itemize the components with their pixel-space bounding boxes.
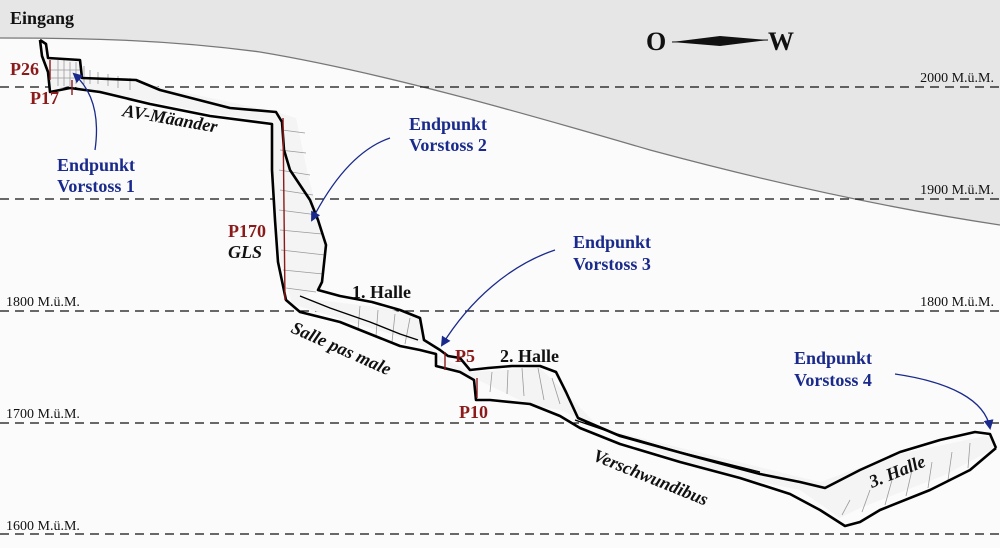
cave-inner-line: [299, 295, 761, 473]
arrow-v3: [440, 249, 556, 347]
shaft-label-p17: P17: [30, 88, 59, 108]
hall-label-1: 1. Halle: [352, 282, 411, 302]
endpoint-label-v3: Endpunkt Vorstoss 3: [573, 232, 651, 274]
shaft-label-p26: P26: [10, 59, 39, 79]
elevation-label-1700: 1700 M.ü.M.: [6, 407, 80, 422]
surface-line: [0, 37, 1000, 226]
shaft-marker-p170: [282, 117, 286, 301]
compass: O W: [646, 27, 794, 56]
passage-label-gls: GLS: [228, 242, 262, 262]
hall-label-2: 2. Halle: [500, 346, 559, 366]
endpoint-v4-line2: Vorstoss 4: [794, 370, 872, 390]
endpoint-label-v4: Endpunkt Vorstoss 4: [794, 348, 872, 390]
shaft-label-p10: P10: [459, 402, 488, 422]
endpoint-v1-line1: Endpunkt: [57, 155, 135, 175]
shaft-label-p5: P5: [455, 346, 475, 366]
shaft-markers: [49, 60, 478, 398]
elevation-label-1600: 1600 M.ü.M.: [6, 519, 80, 534]
elevation-lines: [0, 86, 1000, 535]
compass-east-label: O: [646, 27, 666, 56]
endpoint-label-v2: Endpunkt Vorstoss 2: [409, 114, 487, 155]
shaft-label-p170: P170: [228, 221, 266, 241]
elevation-label-2000: 2000 M.ü.M.: [920, 71, 994, 86]
compass-arrow-line: [671, 39, 769, 43]
arrow-v1: [72, 72, 98, 151]
endpoint-label-v1: Endpunkt Vorstoss 1: [57, 155, 135, 196]
endpoint-v4-line1: Endpunkt: [794, 348, 872, 368]
entrance-label: Eingang: [10, 8, 74, 28]
elevation-label-1800-right: 1800 M.ü.M.: [920, 295, 994, 310]
endpoint-v2-line1: Endpunkt: [409, 114, 487, 134]
endpoint-v3-line2: Vorstoss 3: [573, 254, 651, 274]
endpoint-v2-line2: Vorstoss 2: [409, 135, 487, 155]
hatch-p170: [278, 129, 326, 293]
endpoint-v1-line2: Vorstoss 1: [57, 176, 135, 196]
arrow-v4: [894, 373, 994, 430]
endpoint-arrows: [72, 72, 994, 430]
cave-outline-upper: [39, 38, 998, 490]
hatch-halle2: [489, 367, 561, 405]
mountain-surface: [0, 0, 1000, 225]
elevation-label-1800-left: 1800 M.ü.M.: [6, 295, 80, 310]
hatch-fill: [44, 42, 995, 518]
compass-west-label: W: [768, 27, 794, 56]
elevation-label-1900: 1900 M.ü.M.: [920, 183, 994, 198]
cave-outline-lower: [38, 39, 997, 528]
arrow-v2: [311, 137, 391, 222]
endpoint-v3-line1: Endpunkt: [573, 232, 651, 252]
hatch-halle3: [841, 442, 971, 516]
